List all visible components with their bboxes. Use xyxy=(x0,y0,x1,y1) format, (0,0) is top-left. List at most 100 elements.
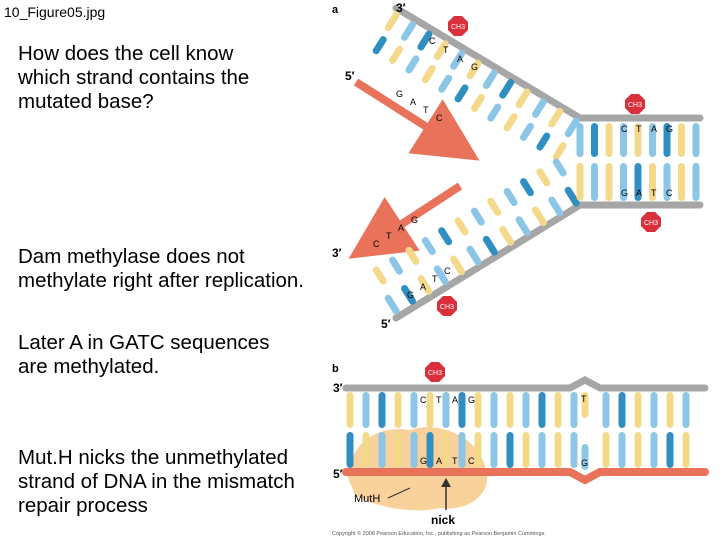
base-pill xyxy=(466,245,482,266)
base-pill xyxy=(503,187,518,206)
strand-5prime-lower: 5′ xyxy=(381,317,391,331)
mismatch-base-top: T xyxy=(581,394,587,404)
base-pill xyxy=(548,196,564,217)
base-pill xyxy=(384,294,400,315)
base-pill xyxy=(663,163,671,201)
base-pill xyxy=(520,178,534,197)
base-pill xyxy=(618,392,626,428)
base-pill xyxy=(602,392,610,428)
base-pill xyxy=(389,45,404,64)
base-pill xyxy=(372,266,387,285)
upper-arm-base-letters: C T A G G A T C xyxy=(396,36,478,123)
question-text: How does the cell know which strand cont… xyxy=(18,42,250,113)
base-pill xyxy=(649,163,656,201)
base-pill xyxy=(410,432,418,468)
base-pill xyxy=(581,444,589,470)
base-pill xyxy=(433,265,449,286)
base-pill xyxy=(634,432,642,468)
base-pill xyxy=(421,237,436,256)
panel-b-duplex xyxy=(342,376,709,511)
base-pill xyxy=(515,216,531,236)
base-pill xyxy=(605,123,613,157)
base-pill xyxy=(346,392,354,428)
base-pill xyxy=(378,392,386,428)
panel-b-label: b xyxy=(332,363,339,375)
base-pill xyxy=(548,107,564,128)
base-pill xyxy=(552,158,567,177)
base-pill xyxy=(417,275,433,295)
base-pill xyxy=(650,432,658,468)
base-pill xyxy=(372,36,387,55)
base-pill xyxy=(384,11,400,32)
base-letter: A xyxy=(420,282,426,292)
svg-text:CH3: CH3 xyxy=(451,24,465,31)
base-letter: G xyxy=(621,188,628,198)
base-letter: C xyxy=(429,36,436,46)
base-letter: G xyxy=(396,89,403,99)
strand-3prime-lower: 3′ xyxy=(332,246,342,260)
base-pill xyxy=(482,235,498,256)
base-pill xyxy=(692,163,700,201)
base-pill xyxy=(410,392,418,428)
base-pill xyxy=(538,432,546,468)
base-letter: T xyxy=(636,124,642,134)
base-pill xyxy=(433,40,449,61)
strand-3prime-upper: 3′ xyxy=(396,1,406,15)
base-letter: G xyxy=(420,456,427,466)
base-letter: A xyxy=(636,188,642,198)
methyl-group-parental-top: CH3 xyxy=(625,94,645,114)
base-pill xyxy=(487,197,502,216)
svg-text:CH3: CH3 xyxy=(428,370,442,377)
base-letter: C xyxy=(373,239,380,249)
base-pill xyxy=(522,432,530,468)
base-letter: G xyxy=(411,215,418,225)
base-letter: T xyxy=(436,395,442,405)
base-pill xyxy=(649,123,656,157)
base-pill xyxy=(581,392,589,418)
base-pill xyxy=(522,392,530,428)
base-pill xyxy=(618,432,626,468)
base-pill xyxy=(442,432,450,468)
base-letter: T xyxy=(443,45,449,55)
base-letter: T xyxy=(651,188,657,198)
base-pill xyxy=(554,392,562,428)
base-pill xyxy=(417,30,433,51)
base-letter: C xyxy=(621,124,628,134)
base-pill xyxy=(474,392,482,428)
parental-base-letters: C T A G G A T C xyxy=(621,124,673,198)
base-pill xyxy=(362,432,370,468)
base-pill xyxy=(362,392,370,428)
base-pill xyxy=(401,21,417,41)
base-pill xyxy=(426,392,434,428)
base-pill xyxy=(482,69,498,90)
base-pill xyxy=(394,432,402,468)
base-pill xyxy=(666,392,674,428)
copyright-notice: Copyright © 2008 Pearson Education, Inc.… xyxy=(332,530,546,537)
base-pill xyxy=(466,59,482,80)
base-pill xyxy=(576,123,584,157)
base-pill xyxy=(438,74,453,93)
base-letter: C xyxy=(468,456,475,466)
base-letter: G xyxy=(471,62,478,72)
base-pill xyxy=(531,206,547,227)
muth-pointer xyxy=(387,487,411,499)
base-pill xyxy=(474,432,482,468)
base-pill xyxy=(506,392,514,428)
base-letter: C xyxy=(436,113,443,123)
methyl-group-parental-bottom: CH3 xyxy=(641,212,661,232)
base-pill xyxy=(552,142,567,161)
base-pill xyxy=(487,103,502,122)
base-pill xyxy=(450,255,466,276)
base-pill xyxy=(458,392,466,428)
base-pill xyxy=(591,123,598,157)
base-pill xyxy=(538,392,546,428)
base-pill xyxy=(426,432,434,468)
svg-text:CH3: CH3 xyxy=(644,220,658,227)
base-pill xyxy=(666,432,674,468)
base-letter: G xyxy=(468,395,475,405)
base-pill xyxy=(678,163,685,201)
base-pill xyxy=(682,392,690,428)
base-letter: A xyxy=(410,97,416,107)
base-pill xyxy=(454,217,469,236)
base-letter: A xyxy=(651,124,657,134)
